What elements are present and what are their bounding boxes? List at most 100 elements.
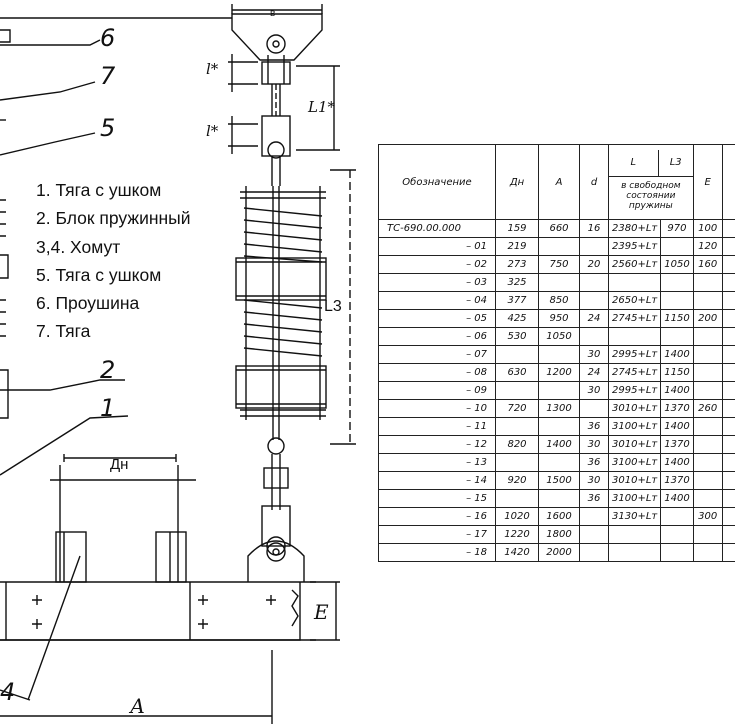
cell-cut xyxy=(721,363,735,382)
cell-e xyxy=(692,381,723,400)
cell-dn xyxy=(495,489,539,508)
cell-a: 2000 xyxy=(538,543,580,562)
cell-dn: 377 xyxy=(495,291,539,310)
cell-a xyxy=(538,417,580,436)
cell-d: 36 xyxy=(579,489,609,508)
cell-l3: 1400 xyxy=(660,453,694,472)
cell-l3 xyxy=(660,237,694,256)
cell-designation: – 17 xyxy=(378,525,496,544)
dim-l3: L3 xyxy=(324,298,342,315)
cell-a: 660 xyxy=(538,219,580,238)
cell-cut xyxy=(721,507,735,526)
legend-item: 6. Проушина xyxy=(36,293,140,314)
dim-l1-star: L1* xyxy=(308,98,336,116)
callout-2: 2 xyxy=(100,356,116,384)
cell-l3: 1150 xyxy=(660,363,694,382)
legend-item: 3,4. Хомут xyxy=(36,236,121,257)
callout-5: 5 xyxy=(100,114,116,142)
dim-l-star-top: l* xyxy=(206,60,219,78)
cell-d: 30 xyxy=(579,471,609,490)
cell-d xyxy=(579,525,609,544)
cell-cut xyxy=(721,381,735,400)
dim-a: А xyxy=(130,694,146,718)
callout-1: 1 xyxy=(100,394,116,422)
cell-dn: 273 xyxy=(495,255,539,274)
cell-cut xyxy=(721,399,735,418)
cell-designation: ТС-690.00.000 xyxy=(378,219,496,238)
cell-a xyxy=(538,489,580,508)
cell-l: 2745+Lт xyxy=(607,309,662,328)
cell-cut xyxy=(721,219,735,238)
cell-designation: – 11 xyxy=(378,417,496,436)
cell-e xyxy=(692,291,723,310)
cell-l3: 1370 xyxy=(660,471,694,490)
cell-a: 1200 xyxy=(538,363,580,382)
cell-l3: 1400 xyxy=(660,417,694,436)
cell-l: 2560+Lт xyxy=(607,255,662,274)
col-a: А xyxy=(538,144,580,220)
cell-a: 1400 xyxy=(538,435,580,454)
cell-dn: 1420 xyxy=(495,543,539,562)
cell-d: 20 xyxy=(579,255,609,274)
cell-e: 260 xyxy=(692,399,723,418)
cell-l3 xyxy=(660,543,694,562)
cell-l3 xyxy=(660,327,694,346)
cell-d: 30 xyxy=(579,345,609,364)
cell-a: 1050 xyxy=(538,327,580,346)
cell-e: 120 xyxy=(692,237,723,256)
cell-cut xyxy=(721,471,735,490)
cell-e xyxy=(692,435,723,454)
cell-cut xyxy=(721,273,735,292)
cell-e: 200 xyxy=(692,309,723,328)
cell-cut xyxy=(721,417,735,436)
dim-b: в xyxy=(270,8,276,19)
col-l3: L3 xyxy=(669,156,682,168)
cell-l: 2745+Lт xyxy=(607,363,662,382)
cell-cut xyxy=(721,309,735,328)
dim-e: Е xyxy=(314,600,329,624)
cell-cut xyxy=(721,327,735,346)
cell-l: 3010+Lт xyxy=(607,471,662,490)
cell-e xyxy=(692,489,723,508)
cell-e xyxy=(692,453,723,472)
col-l: L xyxy=(609,149,659,176)
cell-a: 850 xyxy=(538,291,580,310)
cell-l3: 970 xyxy=(660,219,694,238)
cell-designation: – 03 xyxy=(378,273,496,292)
cell-e xyxy=(692,543,723,562)
cell-designation: – 01 xyxy=(378,237,496,256)
col-designation: Обозначение xyxy=(378,144,496,220)
cell-e xyxy=(692,345,723,364)
cell-l: 3010+Lт xyxy=(607,399,662,418)
cell-dn: 920 xyxy=(495,471,539,490)
cell-designation: – 16 xyxy=(378,507,496,526)
cell-a: 1500 xyxy=(538,471,580,490)
cell-designation: – 14 xyxy=(378,471,496,490)
cell-designation: – 12 xyxy=(378,435,496,454)
parts-legend: 1. Тяга с ушком 2. Блок пружинный 3,4. Х… xyxy=(36,176,191,346)
cell-dn: 325 xyxy=(495,273,539,292)
cell-designation: – 10 xyxy=(378,399,496,418)
cell-l: 2380+Lт xyxy=(607,219,662,238)
cell-dn xyxy=(495,381,539,400)
callout-6: 6 xyxy=(100,24,116,52)
cell-a: 1300 xyxy=(538,399,580,418)
spec-table: Обозначение Дн А d L L3 в свободном сост… xyxy=(378,144,735,562)
cell-dn xyxy=(495,345,539,364)
cell-cut xyxy=(721,525,735,544)
table-header-row: Обозначение Дн А d L L3 в свободном сост… xyxy=(378,144,735,220)
cell-cut xyxy=(721,345,735,364)
cell-a: 750 xyxy=(538,255,580,274)
cell-dn: 630 xyxy=(495,363,539,382)
cell-a xyxy=(538,273,580,292)
